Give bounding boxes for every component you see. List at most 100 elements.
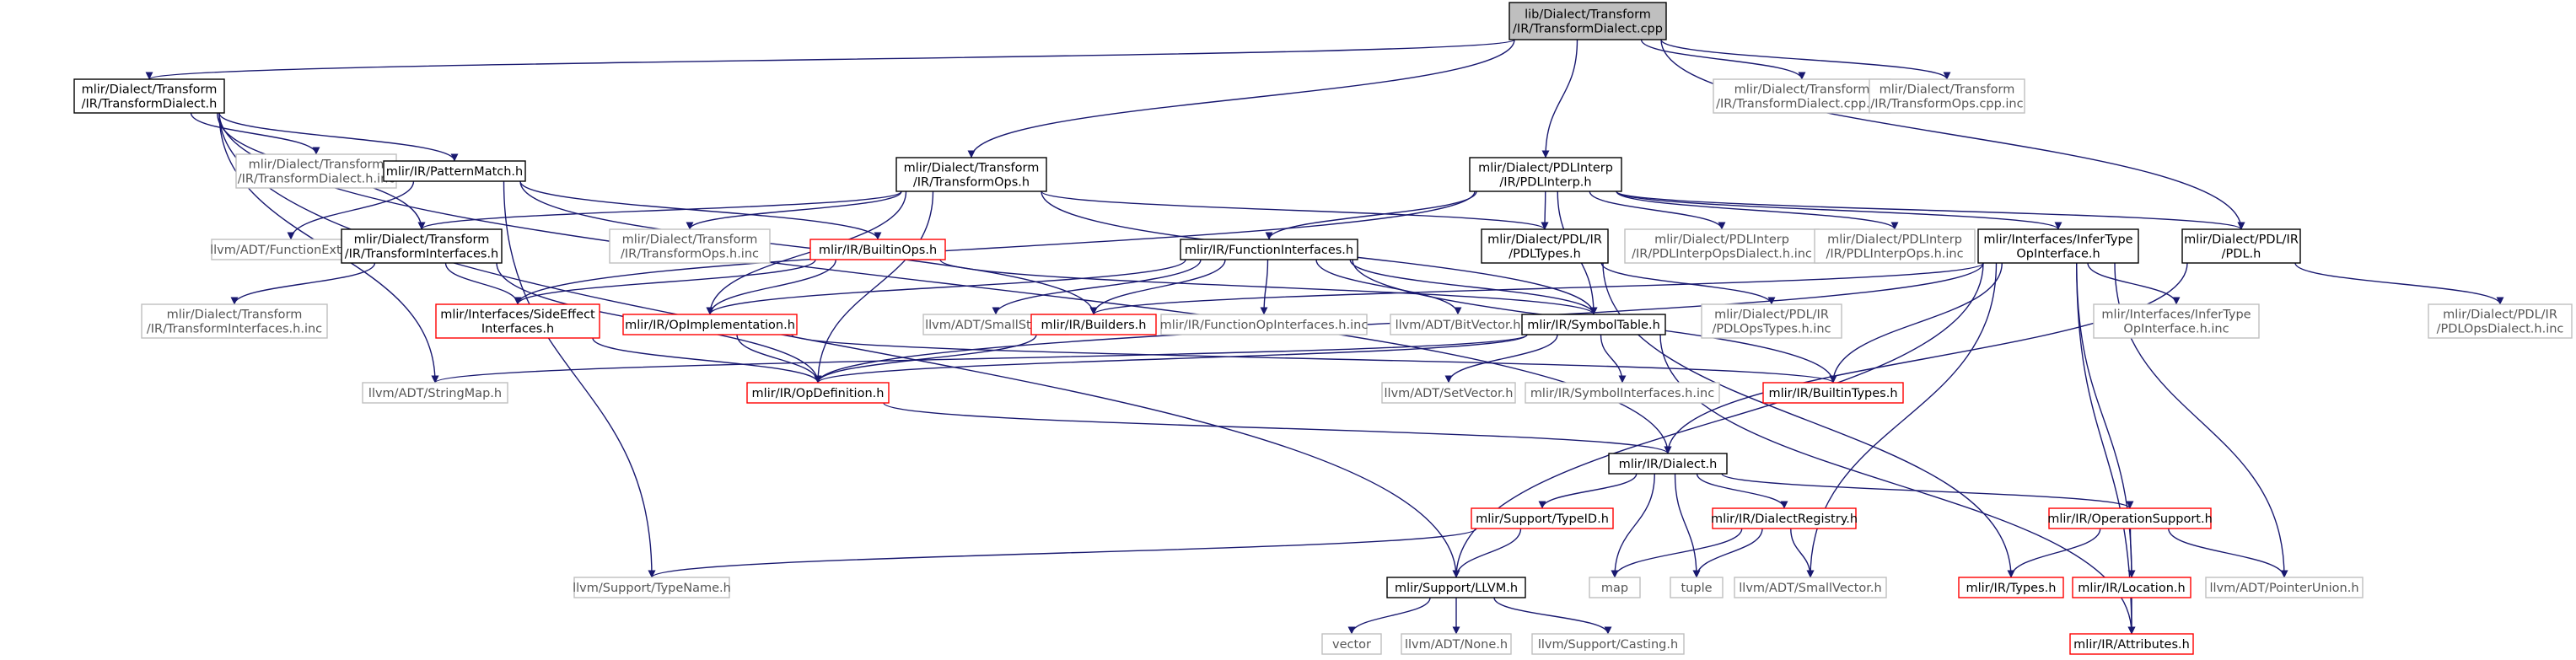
node-transformInterfacesInc[interactable]: mlir/Dialect/Transform/IR/TransformInter… xyxy=(141,303,328,339)
node-transformDialectHInc[interactable]: mlir/Dialect/Transform/IR/TransformDiale… xyxy=(235,153,397,189)
node-typeID[interactable]: mlir/Support/TypeID.h xyxy=(1471,507,1614,529)
node-pdlInterpOpsInc[interactable]: mlir/Dialect/PDLInterp/IR/PDLInterpOps.h… xyxy=(1814,228,1976,264)
node-label-line: mlir/Dialect/Transform xyxy=(82,83,218,97)
node-pdlH[interactable]: mlir/Dialect/PDL/IR/PDL.h xyxy=(2181,228,2301,264)
node-types[interactable]: mlir/IR/Types.h xyxy=(1958,577,2064,598)
node-label-line: /IR/PDLInterpOps.h.inc xyxy=(1826,248,1963,261)
node-label-line: mlir/Dialect/PDLInterp xyxy=(1827,233,1962,247)
node-builtinTypes[interactable]: mlir/IR/BuiltinTypes.h xyxy=(1762,382,1904,404)
node-inferTypeOpInterfaceInc[interactable]: mlir/Interfaces/InferTypeOpInterface.h.i… xyxy=(2093,303,2260,339)
node-box xyxy=(141,303,328,339)
edge-path xyxy=(1616,190,1899,230)
node-label-line: Interfaces.h xyxy=(481,323,554,336)
node-label-line: mlir/Dialect/Transform xyxy=(1880,83,2015,97)
edge-path xyxy=(706,190,907,315)
edge-symbolTable-to-stringMap xyxy=(431,334,1528,384)
node-pdlOpsTypesInc[interactable]: mlir/Dialect/PDL/IR/PDLOpsTypes.h.inc xyxy=(1701,303,1842,339)
node-attributes[interactable]: mlir/IR/Attributes.h xyxy=(2069,633,2194,655)
node-dialectH[interactable]: mlir/IR/Dialect.h xyxy=(1608,453,1728,475)
node-transformInterfacesH[interactable]: mlir/Dialect/Transform/IR/TransformInter… xyxy=(341,228,503,264)
node-label-line: vector xyxy=(1332,638,1371,652)
edge-path xyxy=(939,259,1598,315)
node-label-line: llvm/ADT/None.h xyxy=(1405,638,1508,652)
node-box xyxy=(1958,577,2064,598)
node-stringMap[interactable]: llvm/ADT/StringMap.h xyxy=(362,382,508,404)
node-label-line: mlir/Dialect/Transform xyxy=(622,233,758,247)
edge-path xyxy=(592,337,822,384)
node-opDefinition[interactable]: mlir/IR/OpDefinition.h xyxy=(746,382,890,404)
node-label-line: llvm/ADT/StringMap.h xyxy=(368,387,502,400)
node-label-line: llvm/ADT/FunctionExtras.h xyxy=(210,244,372,257)
node-vector[interactable]: vector xyxy=(1321,633,1382,655)
node-transformOpsHInc[interactable]: mlir/Dialect/Transform/IR/TransformOps.h… xyxy=(609,228,771,264)
node-transformOpsH[interactable]: mlir/Dialect/Transform/IR/TransformOps.h xyxy=(895,157,1047,192)
node-box xyxy=(1624,228,1820,264)
node-symbolInterfacesInc[interactable]: mlir/IR/SymbolInterfaces.h.inc xyxy=(1525,382,1720,404)
node-label-line: mlir/IR/SymbolTable.h xyxy=(1527,319,1660,332)
node-box xyxy=(1531,633,1685,655)
node-box xyxy=(1030,314,1157,335)
node-pdlTypes[interactable]: mlir/Dialect/PDL/IR/PDLTypes.h xyxy=(1481,228,1609,264)
node-pdlInterpOpsDialectInc[interactable]: mlir/Dialect/PDLInterp/IR/PDLInterpOpsDi… xyxy=(1624,228,1820,264)
edge-dialectRegistry-to-smallVector xyxy=(1790,528,1815,578)
edge-transformDialectH-to-transformDialectHInc xyxy=(190,112,320,155)
node-label-line: mlir/IR/Dialect.h xyxy=(1619,458,1718,471)
node-typeName[interactable]: llvm/Support/TypeName.h xyxy=(573,577,731,598)
edge-typeID-to-supportLLVM xyxy=(1452,528,1522,578)
edge-symbolTable-to-opDefinition xyxy=(814,334,1528,384)
node-casting[interactable]: llvm/Support/Casting.h xyxy=(1531,633,1685,655)
node-box xyxy=(341,228,503,264)
node-box xyxy=(1608,453,1728,475)
edge-operationSupport-to-types xyxy=(2007,528,2101,578)
edge-root-to-transformOpsCppInc xyxy=(1660,39,1951,80)
edge-path xyxy=(503,180,656,578)
node-box xyxy=(1869,78,2025,114)
node-patternMatch[interactable]: mlir/IR/PatternMatch.h xyxy=(383,160,526,182)
node-label-line: /PDLOpsTypes.h.inc xyxy=(1713,323,1831,336)
node-pointerUnion[interactable]: llvm/ADT/PointerUnion.h xyxy=(2205,577,2364,598)
node-builtinOps[interactable]: mlir/IR/BuiltinOps.h xyxy=(809,239,946,260)
node-box xyxy=(2072,577,2191,598)
edge-path xyxy=(1829,262,2003,384)
edge-path xyxy=(287,180,415,240)
edge-path xyxy=(1260,259,1269,315)
node-label-line: /IR/PDLInterpOpsDialect.h.inc xyxy=(1632,248,1812,261)
node-functionInterfaces[interactable]: mlir/IR/FunctionInterfaces.h xyxy=(1180,239,1358,260)
node-pdlInterpH[interactable]: mlir/Dialect/PDLInterp/IR/PDLInterp.h xyxy=(1469,157,1622,192)
node-none[interactable]: llvm/ADT/None.h xyxy=(1401,633,1512,655)
node-transformOpsCppInc[interactable]: mlir/Dialect/Transform/IR/TransformOps.c… xyxy=(1869,78,2025,114)
node-label-line: mlir/IR/Location.h xyxy=(2078,582,2185,595)
node-label-line: llvm/ADT/BitVector.h xyxy=(1396,319,1521,332)
node-box xyxy=(2093,303,2260,339)
edge-dialectH-to-tuple xyxy=(1674,473,1701,578)
edge-path xyxy=(2168,528,2288,578)
edge-path xyxy=(1541,39,1578,158)
node-bitVector[interactable]: llvm/ADT/BitVector.h xyxy=(1390,314,1526,335)
node-operationSupport[interactable]: mlir/IR/OperationSupport.h xyxy=(2047,507,2213,529)
edge-path xyxy=(1089,262,1984,315)
edge-path xyxy=(1452,528,1522,578)
node-smallVector[interactable]: llvm/ADT/SmallVector.h xyxy=(1734,577,1887,598)
node-setVector[interactable]: llvm/ADT/SetVector.h xyxy=(1381,382,1516,404)
node-dialectRegistry[interactable]: mlir/IR/DialectRegistry.h xyxy=(1711,507,1858,529)
node-functionOpInterfacesInc[interactable]: mlir/IR/FunctionOpInterfaces.h.inc xyxy=(1160,314,1369,335)
edge-pdlInterpH-to-pdlInterpOpsDialectInc xyxy=(1589,190,1726,230)
node-builders[interactable]: mlir/IR/Builders.h xyxy=(1030,314,1157,335)
edge-symbolTable-to-symbolInterfacesInc xyxy=(1600,334,1627,384)
node-transformDialectCppInc[interactable]: mlir/Dialect/Transform/IR/TransformDiale… xyxy=(1713,78,1891,114)
edge-path xyxy=(431,334,1528,384)
node-transformDialectH[interactable]: mlir/Dialect/Transform/IR/TransformDiale… xyxy=(73,78,225,114)
node-opImplementation[interactable]: mlir/IR/OpImplementation.h xyxy=(622,314,798,335)
node-location[interactable]: mlir/IR/Location.h xyxy=(2072,577,2191,598)
node-box xyxy=(622,314,798,335)
node-symbolTable[interactable]: mlir/IR/SymbolTable.h xyxy=(1521,314,1666,335)
node-box xyxy=(2428,303,2573,339)
node-map[interactable]: map xyxy=(1589,577,1641,598)
node-pdlOpsDialectInc[interactable]: mlir/Dialect/PDL/IR/PDLOpsDialect.h.inc xyxy=(2428,303,2573,339)
edge-path xyxy=(1589,190,1726,230)
node-supportLLVM[interactable]: mlir/Support/LLVM.h xyxy=(1386,577,1526,598)
node-tuple[interactable]: tuple xyxy=(1670,577,1724,598)
edge-pdlInterpH-to-inferTypeOpInterface xyxy=(1616,190,2062,230)
